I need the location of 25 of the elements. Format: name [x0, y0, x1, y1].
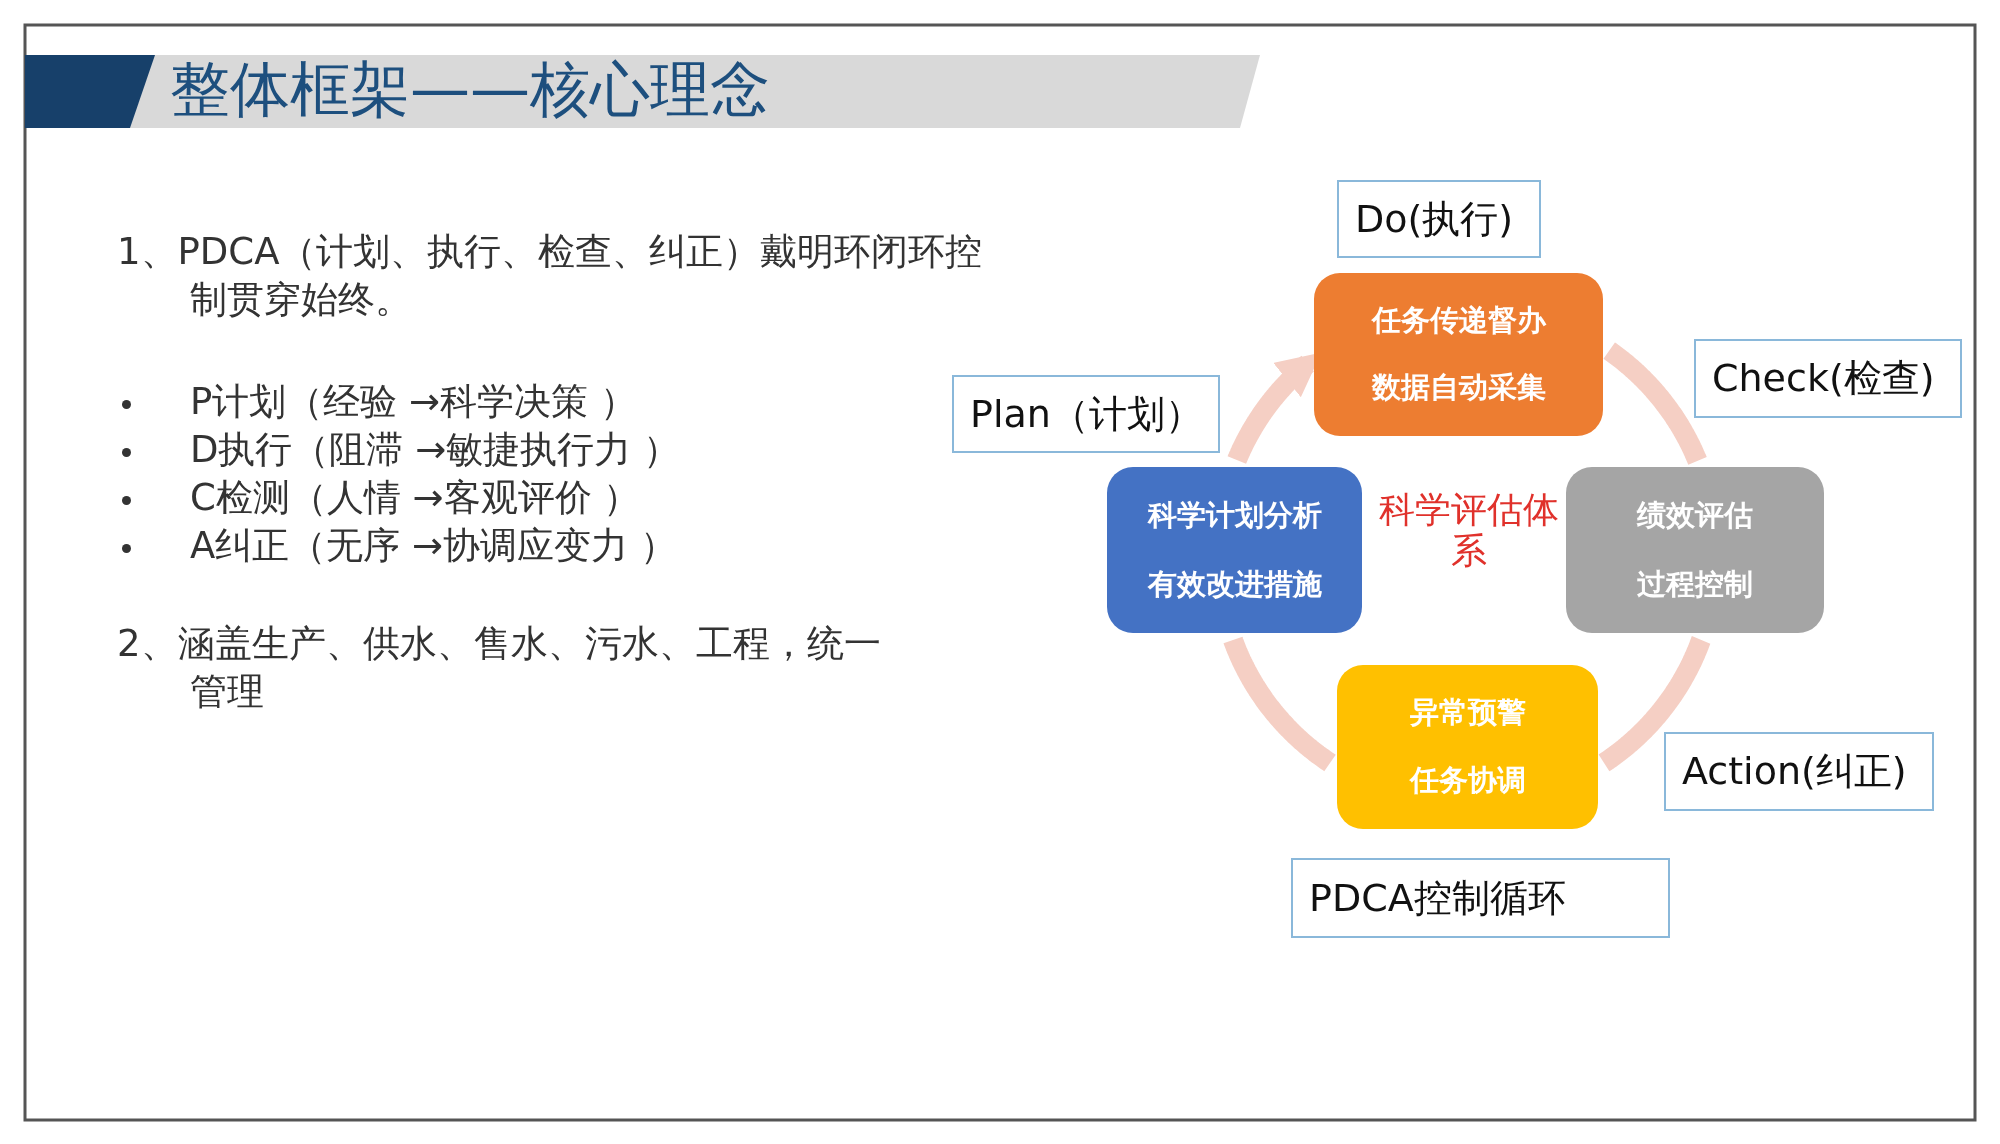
bullet-text: P计划（经验 →科学决策 ）	[190, 379, 637, 425]
center-caption: 科学评估体系	[1378, 489, 1560, 572]
bullet-text: D执行（阻滞 →敏捷执行力 ）	[190, 427, 680, 473]
card-text: 任务传递督办	[1371, 301, 1546, 339]
process-card	[1566, 467, 1824, 633]
card-text: 数据自动采集	[1371, 369, 1546, 407]
card-text: 任务协调	[1409, 762, 1526, 799]
label-box: Plan（计划）	[952, 375, 1220, 453]
bullet-text: C检测（人情 →客观评价 ）	[190, 475, 641, 521]
slide-title: 整体框架——核心理念	[170, 53, 770, 126]
numbered-paragraph: 2、涵盖生产、供水、售水、污水、工程，统一管理	[117, 621, 882, 716]
bullet-text: A纠正（无序 →协调应变力 ）	[190, 523, 677, 569]
card-text: 异常预警	[1409, 694, 1526, 731]
card-text: 过程控制	[1637, 565, 1753, 603]
card-text: 有效改进措施	[1147, 565, 1322, 603]
card-text: 科学计划分析	[1147, 496, 1322, 534]
label-box: Do(执行)	[1337, 180, 1541, 258]
process-card	[1337, 665, 1598, 829]
label-box: Check(检查)	[1694, 339, 1962, 418]
numbered-paragraph: 1、PDCA（计划、执行、检查、纠正）戴明环闭环控制贯穿始终。	[117, 229, 984, 324]
label-box: Action(纠正)	[1664, 732, 1934, 811]
process-card	[1107, 467, 1362, 633]
card-text: 绩效评估	[1637, 496, 1753, 534]
label-box: PDCA控制循环	[1291, 858, 1670, 938]
process-card	[1314, 273, 1603, 436]
